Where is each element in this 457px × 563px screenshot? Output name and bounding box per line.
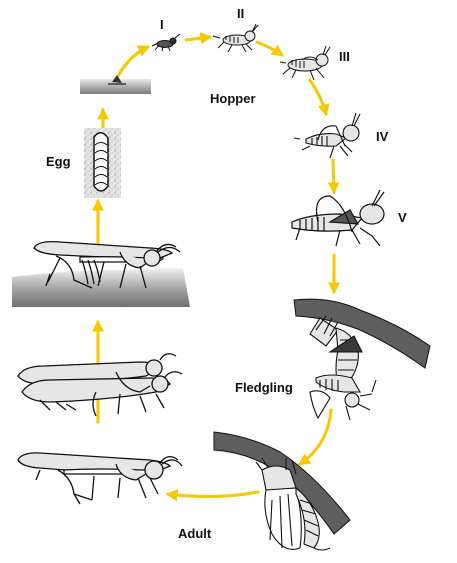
arrow-moult-to-adult — [165, 489, 260, 502]
locust-laying-eggs-icon — [33, 240, 181, 289]
locust-emerging-adult-icon — [255, 457, 331, 551]
egg-pod-icon — [84, 128, 121, 198]
instar-label-II: II — [237, 6, 244, 21]
ground-icon — [12, 268, 190, 307]
stage-label-adult: Adult — [178, 526, 212, 541]
locust-fledgling-icon — [309, 315, 377, 421]
arrow-pod-to-I — [116, 45, 151, 78]
locust-mating-pair-icon — [17, 353, 183, 417]
instar-label-V: V — [398, 210, 407, 225]
instar-label-III: III — [339, 49, 350, 64]
arrow-I-to-II — [184, 32, 213, 45]
arrow-III-to-IV — [308, 78, 330, 117]
arrow-II-to-III — [255, 40, 284, 57]
instar-labels: I II III IV V — [160, 6, 407, 225]
instar-label-I: I — [160, 17, 164, 32]
locust-hopper-III-icon — [279, 45, 331, 81]
locust-hopper-I-icon — [151, 33, 181, 52]
locust-hopper-IV-icon — [293, 112, 361, 159]
arrow-fledgling-to-moult — [298, 408, 333, 466]
stage-label-hopper: Hopper — [210, 91, 256, 106]
locust-hopper-V-icon — [291, 189, 385, 247]
stage-label-egg: Egg — [46, 154, 71, 169]
stage-label-fledgling: Fledgling — [235, 380, 293, 395]
ground-egg-laying-icon — [80, 75, 151, 94]
branch-lower-icon — [213, 431, 351, 535]
arrow-IV-to-V — [327, 158, 340, 195]
locust-hopper-II-icon — [212, 23, 259, 53]
cycle-arrows — [92, 32, 340, 502]
instar-label-IV: IV — [376, 129, 389, 144]
locust-adult-icon — [17, 452, 183, 505]
